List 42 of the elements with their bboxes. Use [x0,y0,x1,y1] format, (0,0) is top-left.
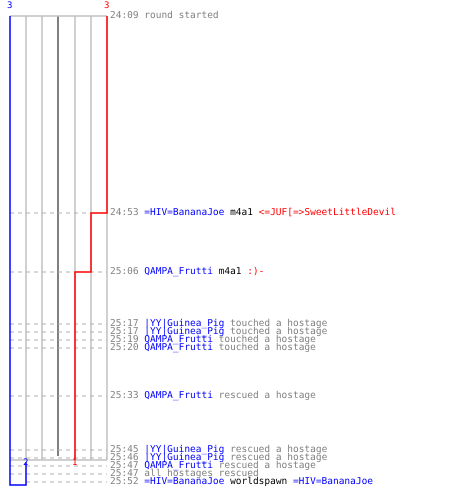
timestamp: 25:17 [110,328,139,336]
timestamp: 24:53 [110,209,139,217]
timestamp: 25:46 [110,454,139,462]
player-name: QAMPA_Frutti [144,344,213,352]
timestamp: 25:47 [110,462,139,470]
player-name: QAMPA_Frutti [144,392,213,400]
player-name: QAMPA_Frutti [144,336,213,344]
player-name: =HIV=BananaJoe [144,209,224,217]
count-number: 3 [104,2,110,11]
player-name: |YY|Guinea_Pig [144,454,224,462]
player-name: |YY|Guinea_Pig [144,320,224,328]
player-name: <=JUF[=>SweetLittleDevil [258,209,396,217]
event-text: rescued a hostage [218,462,316,470]
player-name: =HIV=BananaJoe [292,478,374,486]
event-text: touched a hostage [218,336,316,344]
player-name: QAMPA_Frutti [144,462,213,470]
event-text: all hostages rescued [144,470,259,478]
timestamp: 25:19 [110,336,139,344]
timestamp: 24:09 [110,12,139,20]
event-text: touched a hostage [218,344,316,352]
event-text: rescued a hostage [230,454,328,462]
player-name: =HIV=BananaJoe [144,478,224,486]
timestamp: 25:33 [110,392,139,400]
player-name: :)- [247,268,264,276]
timestamp: 25:17 [110,320,139,328]
timestamp: 25:47 [110,470,139,478]
event-text: round started [144,12,219,20]
player-name: |YY|Guinea_Pig [144,328,224,336]
timestamp: 25:06 [110,268,139,276]
player-name: |YY|Guinea_Pig [144,446,224,454]
event-text: touched a hostage [230,328,328,336]
weapon-name: m4a1 [230,209,253,217]
event-text: touched a hostage [230,320,328,328]
count-number: 3 [7,2,12,11]
timestamp: 25:45 [110,446,139,454]
event-text: rescued a hostage [230,446,328,454]
timestamp: 25:52 [110,478,139,486]
event-text: rescued a hostage [218,392,316,400]
weapon-name: m4a1 [218,268,242,276]
weapon-name: worldspawn [230,478,288,486]
timestamp: 25:20 [110,344,139,352]
player-name: QAMPA_Frutti [144,268,213,276]
